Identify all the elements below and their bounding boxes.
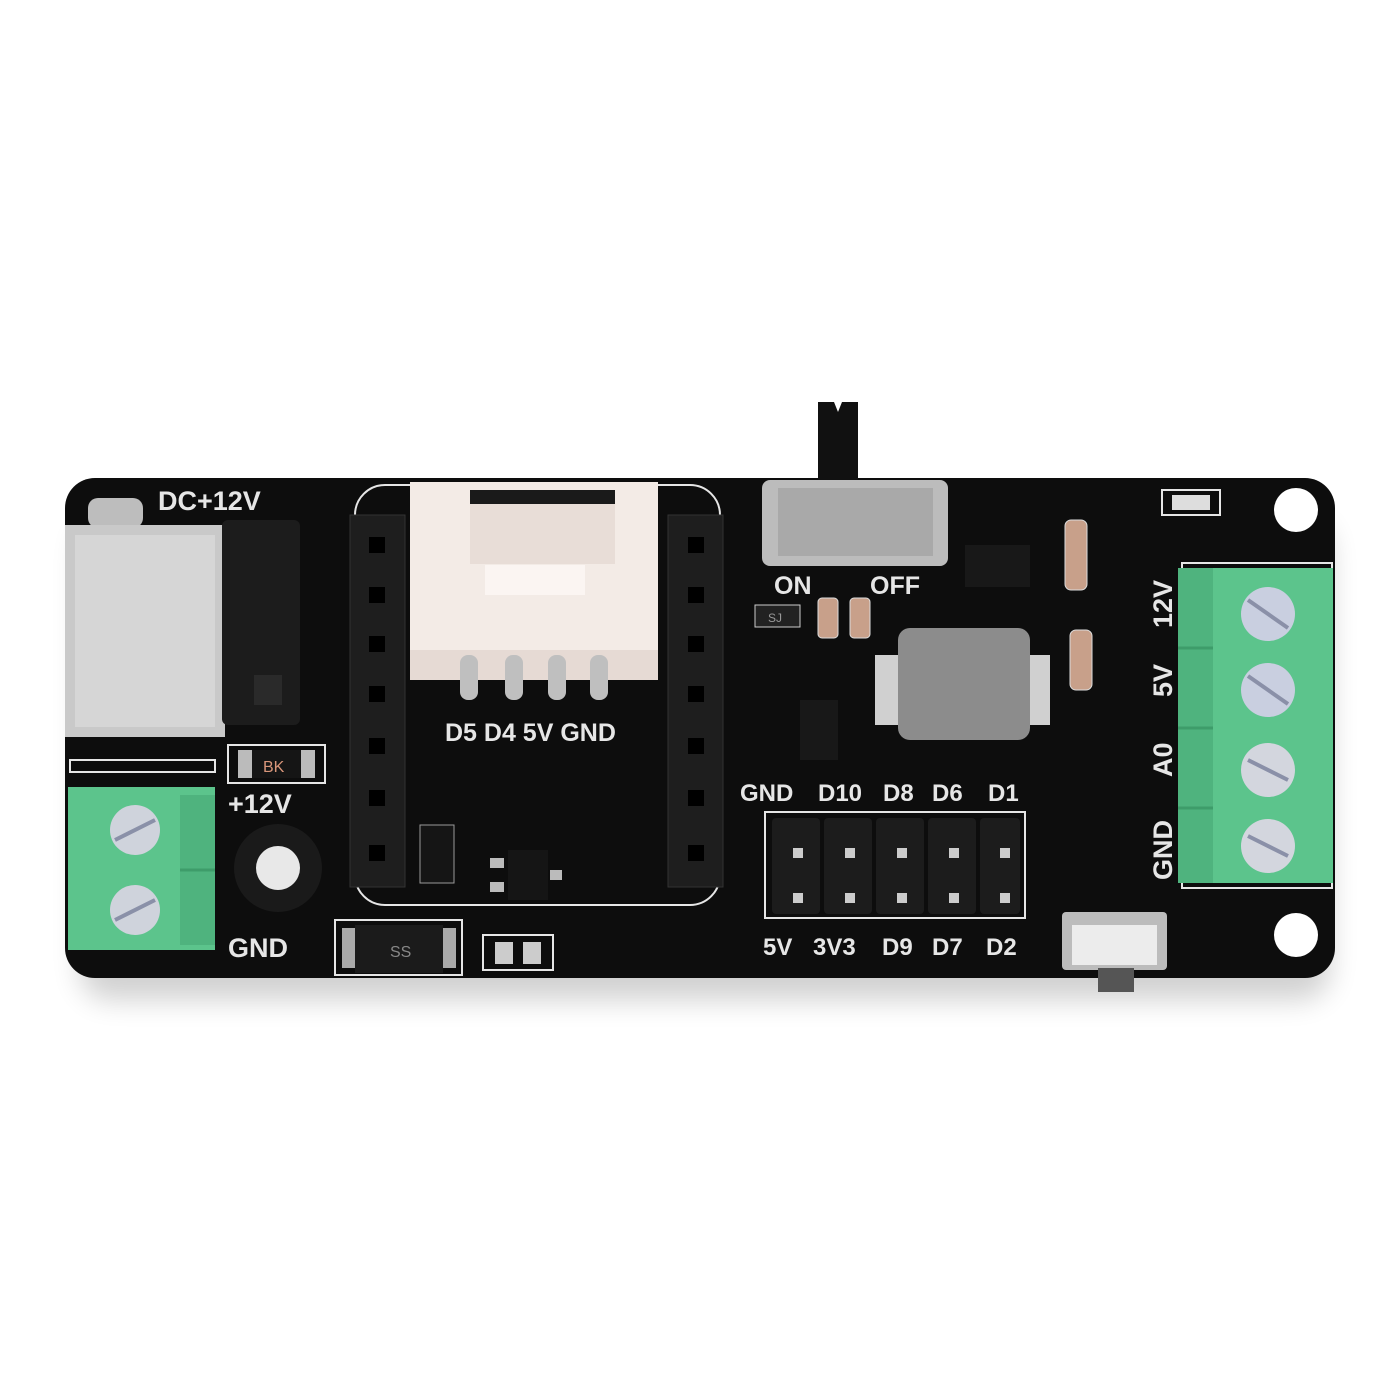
fuse: BK <box>227 744 326 784</box>
right-female-header <box>667 514 724 888</box>
solder-jumper-pads <box>482 934 554 971</box>
header-label-d1: D1 <box>988 780 1019 807</box>
header-label-d8: D8 <box>883 780 914 807</box>
dc-input-label: DC+12V <box>158 486 261 516</box>
connector-pin-labels: D5 D4 5V GND <box>445 719 616 747</box>
dc-jack <box>65 498 300 737</box>
status-led <box>1161 489 1221 516</box>
switch-off-label: OFF <box>870 572 920 600</box>
regulator-ic <box>965 545 1030 587</box>
sj-marking: SJ <box>768 611 782 625</box>
header-label-d9: D9 <box>882 934 913 961</box>
terminal-label-gnd: GND <box>1148 820 1178 880</box>
terminal-label-5v: 5V <box>1148 664 1178 697</box>
header-label-d10: D10 <box>818 780 862 807</box>
header-label-3v3: 3V3 <box>813 934 856 961</box>
capacitor <box>849 597 871 639</box>
diode-marking: SS <box>390 944 411 961</box>
header-label-d7: D7 <box>932 934 963 961</box>
left-female-header <box>349 514 406 888</box>
power-slide-switch[interactable] <box>762 402 948 566</box>
terminal-label-a0: A0 <box>1148 742 1178 777</box>
left-terminal-plus12v-label: +12V <box>228 789 292 819</box>
schottky-diode: SS <box>334 919 463 976</box>
white-jst-connector <box>410 482 658 700</box>
smd-components <box>419 824 562 900</box>
left-terminal-gnd-label: GND <box>228 933 288 963</box>
capacitor <box>817 597 839 639</box>
fuse-marking: BK <box>263 759 285 776</box>
header-label-d2: D2 <box>986 934 1017 961</box>
left-screw-terminal <box>68 759 216 950</box>
header-label-d6: D6 <box>932 780 963 807</box>
capacitor <box>1069 629 1093 691</box>
right-screw-terminal <box>1178 562 1333 889</box>
header-label-gnd: GND <box>740 780 793 807</box>
pin-header-2x5[interactable] <box>764 811 1026 919</box>
sj-component: SJ <box>754 604 801 628</box>
mounting-hole <box>1274 913 1318 957</box>
driver-ic <box>800 700 838 760</box>
header-label-5v: 5V <box>763 934 792 961</box>
mounting-hole <box>256 846 300 890</box>
reset-button[interactable] <box>1062 912 1167 992</box>
mounting-hole <box>1274 488 1318 532</box>
power-inductor <box>875 628 1050 740</box>
capacitor <box>1064 519 1088 591</box>
switch-on-label: ON <box>774 572 812 600</box>
terminal-label-12v: 12V <box>1148 580 1178 628</box>
